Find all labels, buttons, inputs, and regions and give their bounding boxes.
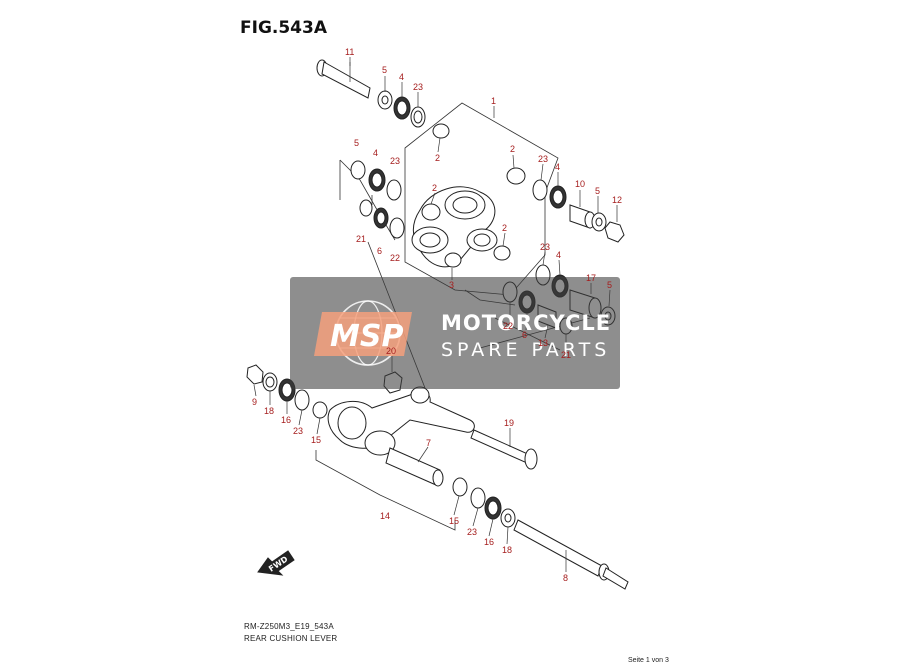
callout-label: 15 (311, 435, 321, 445)
callout-label: 21 (561, 350, 571, 360)
callout-label: 11 (345, 47, 354, 57)
part-1-cushion-lever (411, 123, 526, 268)
callout-label: 9 (252, 397, 257, 407)
callout-label: 7 (426, 438, 431, 448)
group-outline-left-washers (339, 159, 396, 241)
watermark-line-2: SPARE PARTS (441, 339, 610, 361)
callout-label: 20 (386, 346, 396, 356)
part-23-left (386, 179, 402, 201)
part-21-left (359, 199, 373, 217)
part-23-lower-right (470, 487, 486, 509)
part-14-cushion-rod (327, 386, 475, 456)
part-23-right (532, 179, 548, 201)
part-11-bolt (316, 59, 371, 99)
callout-label: 14 (380, 511, 390, 521)
callout-label: 4 (399, 72, 404, 82)
part-5-spacer-hole (381, 95, 389, 105)
part-22-left (389, 217, 405, 239)
part-12-nut (604, 221, 625, 243)
callout-label: 10 (575, 179, 585, 189)
callout-label: 4 (555, 162, 560, 172)
callout-label: 6 (377, 246, 382, 256)
callout-label: 5 (595, 186, 600, 196)
callout-label: 23 (540, 242, 550, 252)
group-outline-part-1 (404, 102, 559, 296)
callout-label: 23 (293, 426, 303, 436)
callout-label: 15 (449, 516, 459, 526)
callout-label: 5 (607, 280, 612, 290)
watermark-line-1: MOTORCYCLE (441, 311, 611, 335)
part-15-bearing (312, 401, 328, 419)
callout-label: 22 (503, 321, 513, 331)
callout-label: 8 (563, 573, 568, 583)
callout-label: 2 (435, 153, 440, 163)
callout-label: 12 (612, 195, 622, 205)
figure-code: RM-Z250M3_E19_543A (244, 622, 334, 631)
callout-label: 17 (586, 273, 596, 283)
fwd-arrow-icon: FWD (257, 550, 295, 576)
callout-label: 23 (390, 156, 400, 166)
part-19-bolt (470, 429, 538, 470)
part-8-bolt (513, 519, 629, 590)
callout-label: 16 (484, 537, 494, 547)
part-5-left (350, 160, 366, 180)
callout-label: 3 (449, 280, 454, 290)
callout-label: 13 (538, 338, 548, 348)
callout-label: 19 (504, 418, 514, 428)
part-23-lower (294, 389, 310, 411)
page-indicator: Seite 1 von 3 (628, 657, 669, 664)
callout-label: 4 (373, 148, 378, 158)
callout-label: 6 (522, 330, 527, 340)
group-outline-part-14 (315, 450, 456, 531)
part-15-right (452, 477, 468, 497)
callout-label: 23 (467, 527, 477, 537)
callout-label: 2 (510, 144, 515, 154)
part-7-pin (385, 447, 444, 487)
callout-label: 5 (354, 138, 359, 148)
callout-label: 2 (502, 223, 507, 233)
watermark: MSP MOTORCYCLE SPARE PARTS (290, 277, 620, 389)
figure-name: REAR CUSHION LEVER (244, 634, 338, 643)
callout-label: 4 (556, 250, 561, 260)
callout-label: 18 (502, 545, 512, 555)
figure-title: FIG.543A (240, 18, 327, 38)
callout-label: 18 (264, 406, 274, 416)
callout-label: 16 (281, 415, 291, 425)
callout-label: 1 (491, 96, 496, 106)
callout-label: 2 (432, 183, 437, 193)
callout-label: 22 (390, 253, 400, 263)
watermark-logo: MSP (330, 319, 403, 354)
part-10-collar (569, 204, 596, 229)
part-9-nut (246, 364, 264, 385)
callout-label: 21 (356, 234, 366, 244)
callout-label: 5 (382, 65, 387, 75)
callout-label: 23 (538, 154, 548, 164)
callout-labels: 11 5 4 23 1 2 2 5 4 23 2 23 4 10 5 12 21… (252, 47, 622, 583)
callout-label: 23 (413, 82, 423, 92)
